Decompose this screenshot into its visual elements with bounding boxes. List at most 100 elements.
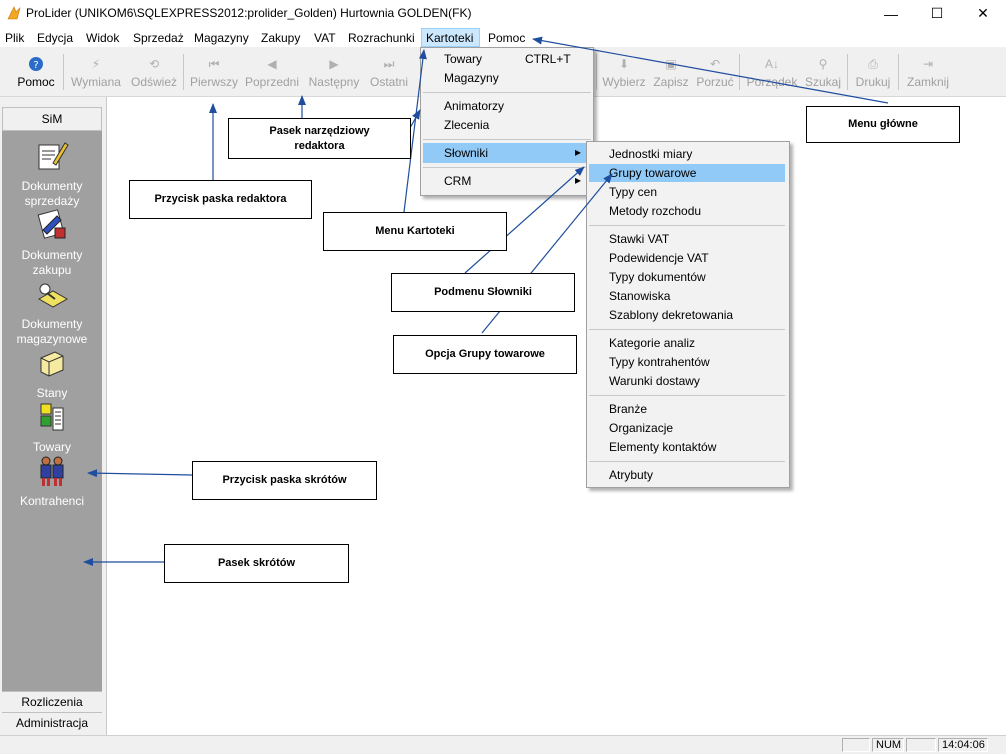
menu-plik[interactable]: Plik <box>5 31 25 45</box>
maximize-button[interactable]: ☐ <box>930 5 944 21</box>
submenu-arrow-icon: ▸ <box>575 145 582 159</box>
previous-record-icon: ◀ <box>267 57 277 71</box>
submenu-arrow-icon: ▸ <box>575 173 582 187</box>
menu-widok[interactable]: Widok <box>86 31 120 45</box>
undo-icon: ↶ <box>709 57 721 71</box>
menu-zakupy[interactable]: Zakupy <box>261 31 301 45</box>
shortcut-dokumenty-sprzedazy[interactable]: Dokumenty sprzedaży <box>2 139 102 209</box>
menuitem-towary-shortcut: CTRL+T <box>525 52 571 66</box>
slowniki-submenu: Jednostki miary Grupy towarowe Typy cen … <box>586 141 790 488</box>
stock-levels-icon <box>40 351 64 377</box>
arrow-menu-kartoteki <box>403 49 427 213</box>
annotation-pasek-narzedziowy: Pasek narzędziowy redaktora <box>228 118 411 159</box>
sort-az-icon: A↓ <box>764 57 779 71</box>
first-record-icon: ⏮ <box>208 56 220 71</box>
toolbar-separator <box>183 54 184 90</box>
menuitem-stanowiska[interactable]: Stanowiska <box>609 289 671 303</box>
menuitem-zlecenia[interactable]: Zlecenia <box>444 118 490 132</box>
menuitem-crm[interactable]: CRM <box>444 174 472 188</box>
toolbar-odswiez-button[interactable]: ⟲Odśwież <box>130 57 177 89</box>
arrow-podmenu-slowniki <box>464 166 585 274</box>
toolbar-wybierz-button[interactable]: ⬇Wybierz <box>602 57 646 89</box>
toolbar-szukaj-button[interactable]: ⚲Szukaj <box>804 57 842 89</box>
menu-magazyny[interactable]: Magazyny <box>194 31 249 45</box>
menuitem-stawki-vat[interactable]: Stawki VAT <box>609 232 670 246</box>
status-clock: 14:04:06 <box>938 738 988 752</box>
toolbar-separator <box>63 54 64 90</box>
close-document-icon: ⇥ <box>922 57 934 71</box>
menu-sprzedaz[interactable]: Sprzedaż <box>133 31 184 45</box>
toolbar-separator <box>898 54 899 90</box>
goods-icon <box>40 403 64 431</box>
close-button[interactable]: ✕ <box>977 5 989 21</box>
menuitem-typy-kontrahentow[interactable]: Typy kontrahentów <box>609 355 710 369</box>
sidebar-group-administracja[interactable]: Administracja <box>2 712 102 733</box>
select-icon: ⬇ <box>618 57 630 71</box>
window-title: ProLider (UNIKOM6\SQLEXPRESS2012:prolide… <box>26 6 472 20</box>
annotation-przycisk-paska-skrotow: Przycisk paska skrótów <box>192 461 377 500</box>
arrow-przycisk-paska-skrotow <box>87 469 193 478</box>
menuitem-magazyny[interactable]: Magazyny <box>444 71 499 85</box>
binoculars-icon: ⚲ <box>818 57 828 71</box>
menu-kartoteki[interactable]: Kartoteki <box>426 31 474 45</box>
toolbar-pierwszy-button[interactable]: ⏮Pierwszy <box>189 56 238 90</box>
warehouse-document-icon <box>37 283 69 308</box>
menu-separator <box>589 395 785 396</box>
menuitem-atrybuty[interactable]: Atrybuty <box>609 468 654 482</box>
toolbar-drukuj-button[interactable]: ⎙Drukuj <box>855 56 891 90</box>
menuitem-branze[interactable]: Branże <box>609 402 648 416</box>
printer-icon: ⎙ <box>868 56 878 71</box>
menu-separator <box>589 461 785 462</box>
menuitem-typy-dokumentow[interactable]: Typy dokumentów <box>609 270 706 284</box>
menuitem-elementy-kontaktow[interactable]: Elementy kontaktów <box>609 440 717 454</box>
annotation-przycisk-paska-redaktora: Przycisk paska redaktora <box>129 180 312 219</box>
next-record-icon: ▶ <box>329 57 339 71</box>
title-bar: ProLider (UNIKOM6\SQLEXPRESS2012:prolide… <box>0 0 1006 27</box>
menuitem-towary[interactable]: Towary <box>444 52 483 66</box>
menuitem-highlight <box>423 143 591 163</box>
menu-vat[interactable]: VAT <box>314 31 336 45</box>
toolbar-zamknij-button[interactable]: ⇥Zamknij <box>906 57 949 89</box>
menu-separator <box>589 329 785 330</box>
menuitem-szablony-dekretowania[interactable]: Szablony dekretowania <box>609 308 734 322</box>
contractors-icon <box>40 456 64 486</box>
menuitem-slowniki[interactable]: Słowniki <box>444 146 489 160</box>
shortcut-stany[interactable]: Stany <box>2 346 102 401</box>
menuitem-animatorzy[interactable]: Animatorzy <box>444 99 505 113</box>
annotation-opcja-grupy-towarowe: Opcja Grupy towarowe <box>393 335 577 374</box>
shortcut-towary[interactable]: Towary <box>2 400 102 455</box>
sidebar-group-sim[interactable]: SiM <box>2 107 102 131</box>
status-cell-empty <box>906 738 936 752</box>
menuitem-grupy-towarowe[interactable]: Grupy towarowe <box>609 166 697 180</box>
status-cell-empty <box>842 738 870 752</box>
menuitem-podewidencje-vat[interactable]: Podewidencje VAT <box>609 251 709 265</box>
toolbar-nastepny-button[interactable]: ▶Następny <box>308 57 360 89</box>
menuitem-metody-rozchodu[interactable]: Metody rozchodu <box>609 204 702 218</box>
toolbar-pomoc-button[interactable]: ? Pomoc <box>12 48 60 96</box>
toolbar-porzuc-button[interactable]: ↶Porzuć <box>696 57 734 89</box>
menuitem-typy-cen[interactable]: Typy cen <box>609 185 658 199</box>
refresh-icon: ⟲ <box>148 57 160 71</box>
annotation-menu-glowne: Menu główne <box>806 106 960 143</box>
menuitem-kategorie-analiz[interactable]: Kategorie analiz <box>609 336 696 350</box>
minimize-button[interactable]: — <box>884 5 898 22</box>
shortcut-dokumenty-zakupu[interactable]: Dokumenty zakupu <box>2 208 102 278</box>
shortcut-kontrahenci[interactable]: Kontrahenci <box>2 454 102 509</box>
menu-rozrachunki[interactable]: Rozrachunki <box>348 31 415 45</box>
menuitem-jednostki-miary[interactable]: Jednostki miary <box>609 147 693 161</box>
menu-separator <box>423 92 591 93</box>
exchange-icon: ⚡ <box>91 57 101 71</box>
purchase-document-icon <box>37 209 66 239</box>
sales-document-icon <box>38 142 69 170</box>
menu-pomoc[interactable]: Pomoc <box>488 31 526 45</box>
menuitem-warunki-dostawy[interactable]: Warunki dostawy <box>609 374 700 388</box>
menuitem-organizacje[interactable]: Organizacje <box>609 421 674 435</box>
toolbar-ostatni-button[interactable]: ⏭Ostatni <box>369 56 408 90</box>
toolbar-wymiana-button[interactable]: ⚡Wymiana <box>71 57 121 89</box>
status-num-indicator: NUM <box>872 738 904 752</box>
toolbar-separator <box>847 54 848 90</box>
toolbar-poprzedni-button[interactable]: ◀Poprzedni <box>244 57 300 89</box>
menu-edycja[interactable]: Edycja <box>37 31 74 45</box>
sidebar-group-rozliczenia[interactable]: Rozliczenia <box>2 691 102 712</box>
shortcut-dokumenty-magazynowe[interactable]: Dokumenty magazynowe <box>2 277 102 347</box>
